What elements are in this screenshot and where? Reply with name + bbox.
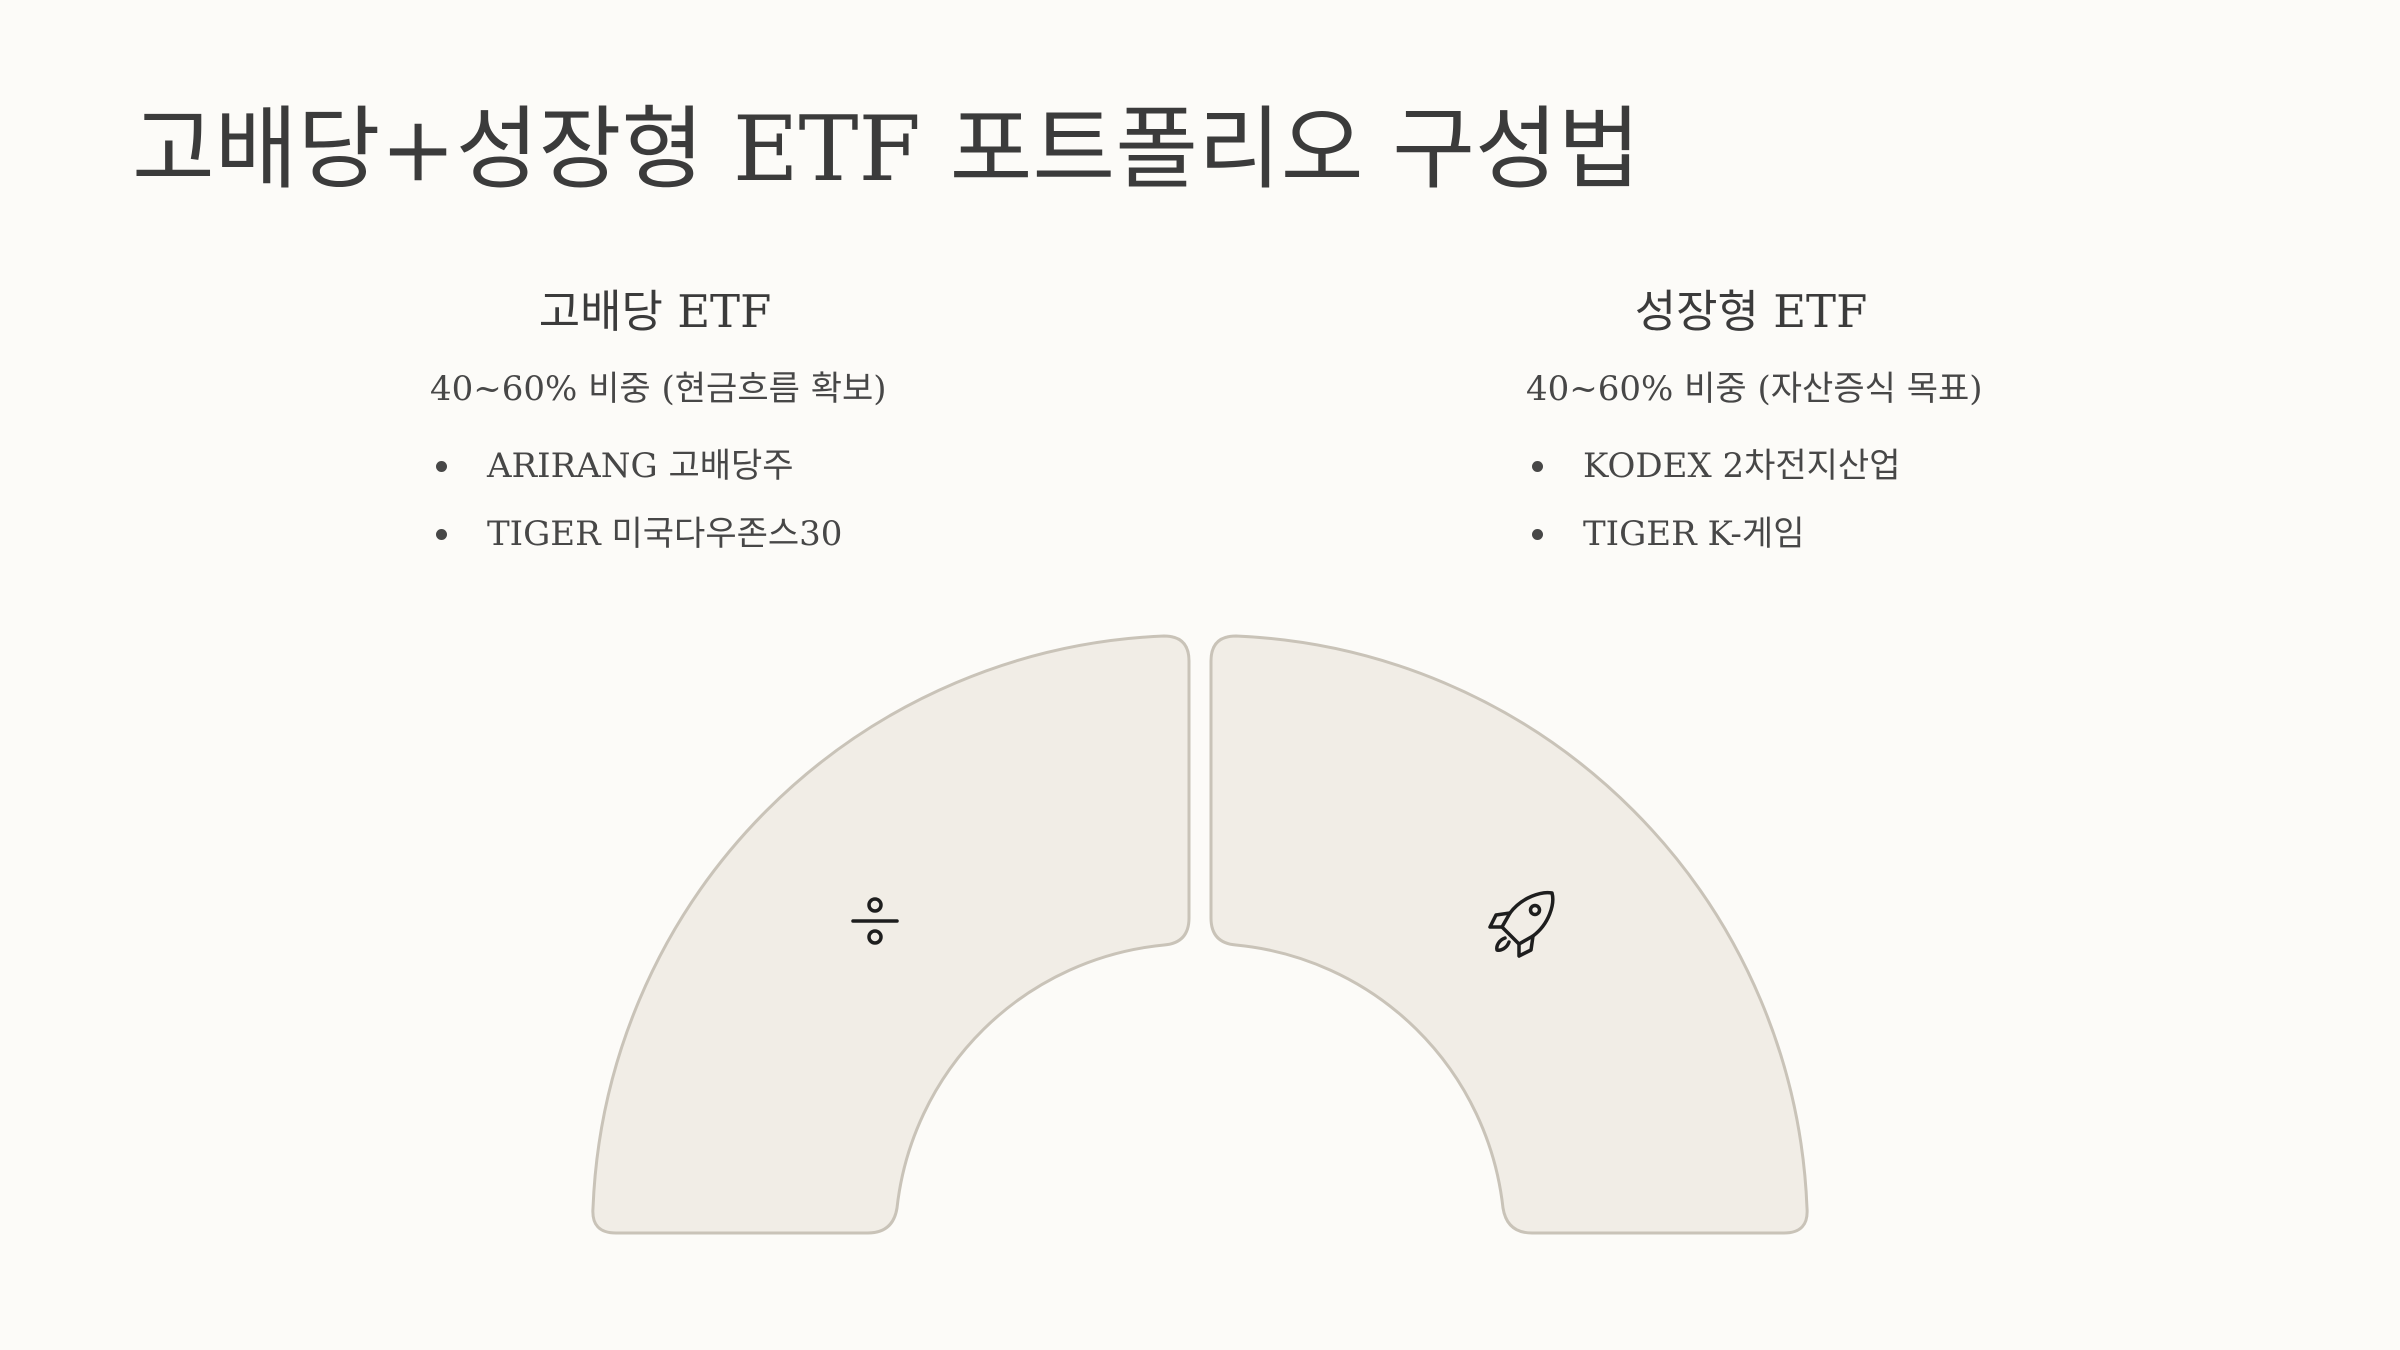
divide-icon (851, 897, 899, 945)
list-item: TIGER K-게임 (1526, 512, 1901, 580)
list-item: ARIRANG 고배당주 (430, 444, 842, 512)
high-dividend-heading: 고배당 ETF (538, 285, 772, 338)
bullet-icon (436, 461, 447, 472)
list-item-label: TIGER K-게임 (1583, 514, 1805, 554)
bullet-icon (1532, 529, 1543, 540)
list-item-label: TIGER 미국다우존스30 (487, 514, 843, 554)
list-item-label: ARIRANG 고배당주 (487, 446, 794, 486)
high-dividend-list: ARIRANG 고배당주 TIGER 미국다우존스30 (430, 444, 842, 580)
list-item-label: KODEX 2차전지산업 (1583, 446, 1901, 486)
bullet-icon (1532, 461, 1543, 472)
growth-list: KODEX 2차전지산업 TIGER K-게임 (1526, 444, 1901, 580)
page-title: 고배당+성장형 ETF 포트폴리오 구성법 (132, 97, 1641, 202)
high-dividend-subtitle: 40~60% 비중 (현금흐름 확보) (430, 369, 887, 409)
bullet-icon (436, 529, 447, 540)
rocket-icon (1488, 890, 1555, 958)
growth-subtitle: 40~60% 비중 (자산증식 목표) (1526, 369, 1983, 409)
high-dividend-segment (591, 634, 1191, 1235)
list-item: KODEX 2차전지산업 (1526, 444, 1901, 512)
growth-heading: 성장형 ETF (1634, 285, 1868, 338)
list-item: TIGER 미국다우존스30 (430, 512, 842, 580)
